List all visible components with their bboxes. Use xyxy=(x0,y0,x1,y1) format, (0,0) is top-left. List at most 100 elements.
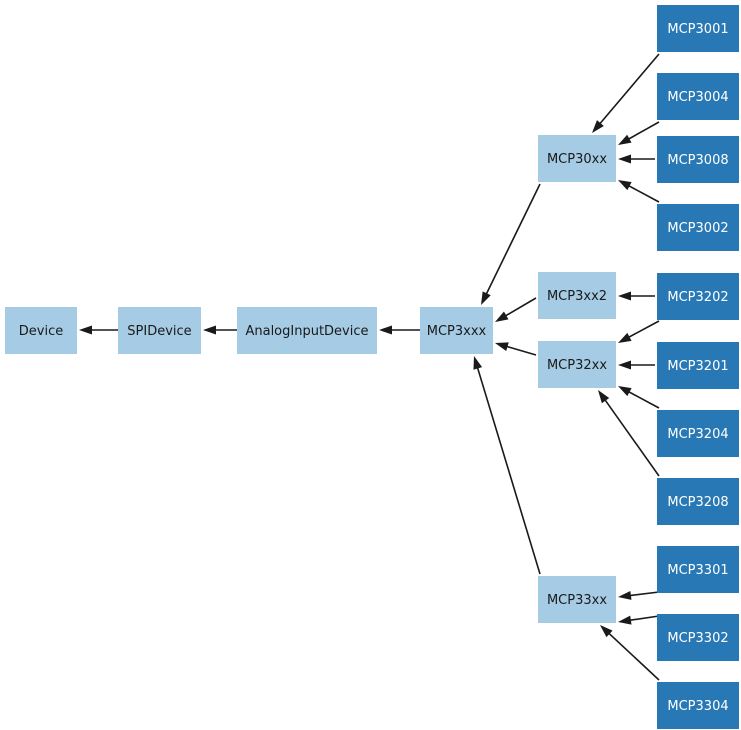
inheritance-arrow xyxy=(618,291,655,301)
inheritance-arrow xyxy=(495,297,537,322)
arrow-head-icon xyxy=(618,360,631,370)
arrow-shaft xyxy=(485,183,541,296)
class-node-mcp3204[interactable]: MCP3204 xyxy=(657,410,739,457)
class-node-label: MCP3301 xyxy=(667,563,728,578)
class-node-label: MCP3202 xyxy=(667,290,728,305)
class-node-label: MCP3008 xyxy=(667,153,728,168)
class-node-label: MCP3xxx xyxy=(427,324,487,339)
class-node-label: MCP3304 xyxy=(667,699,728,714)
class-node-mcp30xx[interactable]: MCP30xx xyxy=(538,135,616,182)
arrow-head-icon xyxy=(495,342,509,351)
arrow-head-icon xyxy=(618,180,632,191)
class-node-box[interactable] xyxy=(538,341,616,388)
class-node-label: AnalogInputDevice xyxy=(245,324,368,339)
class-node-box[interactable] xyxy=(118,307,201,354)
arrow-head-icon xyxy=(618,590,632,600)
inheritance-arrow xyxy=(618,615,660,625)
class-node-box[interactable] xyxy=(538,272,616,319)
class-node-label: MCP3302 xyxy=(667,631,728,646)
class-node-label: MCP3204 xyxy=(667,427,728,442)
class-node-mcp3xxx[interactable]: MCP3xxx xyxy=(420,307,493,354)
class-node-box[interactable] xyxy=(657,342,739,389)
inheritance-arrow xyxy=(618,180,660,203)
inheritance-arrow xyxy=(473,356,541,575)
class-node-label: MCP33xx xyxy=(547,593,607,608)
class-node-box[interactable] xyxy=(237,307,377,354)
class-node-spidevice[interactable]: SPIDevice xyxy=(118,307,201,354)
inheritance-arrow xyxy=(79,325,118,335)
class-node-device[interactable]: Device xyxy=(5,307,77,354)
class-node-mcp3004[interactable]: MCP3004 xyxy=(657,73,739,120)
class-node-mcp3008[interactable]: MCP3008 xyxy=(657,136,739,183)
inheritance-arrow xyxy=(618,154,655,164)
inheritance-arrow xyxy=(481,183,541,305)
inheritance-arrow xyxy=(592,53,660,133)
arrow-head-icon xyxy=(79,325,92,335)
class-node-mcp3301[interactable]: MCP3301 xyxy=(657,546,739,593)
class-node-box[interactable] xyxy=(420,307,493,354)
class-node-analoginputdevice[interactable]: AnalogInputDevice xyxy=(237,307,377,354)
class-node-box[interactable] xyxy=(657,73,739,120)
arrow-head-icon xyxy=(618,154,631,164)
inheritance-arrow xyxy=(600,625,660,681)
class-node-label: MCP3002 xyxy=(667,221,728,236)
arrow-shaft xyxy=(628,615,660,622)
class-node-box[interactable] xyxy=(657,273,739,320)
arrow-head-icon xyxy=(618,291,631,301)
class-node-mcp32xx[interactable]: MCP32xx xyxy=(538,341,616,388)
inheritance-arrow xyxy=(203,325,237,335)
class-node-box[interactable] xyxy=(538,576,616,623)
arrow-head-icon xyxy=(203,325,216,335)
arrow-head-icon xyxy=(481,291,491,305)
class-node-box[interactable] xyxy=(657,478,739,525)
class-node-mcp3202[interactable]: MCP3202 xyxy=(657,273,739,320)
class-node-label: MCP3201 xyxy=(667,359,728,374)
class-node-mcp3304[interactable]: MCP3304 xyxy=(657,682,739,729)
class-node-mcp3208[interactable]: MCP3208 xyxy=(657,478,739,525)
arrow-head-icon xyxy=(598,390,610,404)
class-node-mcp3001[interactable]: MCP3001 xyxy=(657,5,739,52)
inheritance-arrow xyxy=(379,325,420,335)
arrow-head-icon xyxy=(473,356,483,370)
inheritance-arrow xyxy=(495,342,537,356)
class-node-box[interactable] xyxy=(657,204,739,251)
class-node-box[interactable] xyxy=(657,682,739,729)
class-node-box[interactable] xyxy=(657,546,739,593)
class-node-mcp3002[interactable]: MCP3002 xyxy=(657,204,739,251)
class-node-label: Device xyxy=(19,324,63,339)
class-node-box[interactable] xyxy=(657,614,739,661)
inheritance-arrow xyxy=(598,390,660,477)
inheritance-arrow xyxy=(618,590,660,600)
inheritance-arrow xyxy=(618,320,660,343)
arrow-shaft xyxy=(476,366,541,575)
inheritance-arrow xyxy=(618,386,660,409)
arrow-head-icon xyxy=(618,615,632,625)
class-node-box[interactable] xyxy=(657,410,739,457)
class-node-mcp3201[interactable]: MCP3201 xyxy=(657,342,739,389)
class-node-box[interactable] xyxy=(5,307,77,354)
arrow-shaft xyxy=(628,591,660,597)
class-node-mcp3xx2[interactable]: MCP3xx2 xyxy=(538,272,616,319)
class-node-box[interactable] xyxy=(657,5,739,52)
class-node-mcp33xx[interactable]: MCP33xx xyxy=(538,576,616,623)
arrow-shaft xyxy=(504,297,537,318)
class-node-label: MCP3001 xyxy=(667,22,728,37)
inheritance-arrow xyxy=(618,121,660,145)
arrow-shaft xyxy=(627,320,660,339)
arrow-shaft xyxy=(505,345,537,356)
class-node-label: MCP32xx xyxy=(547,358,607,373)
class-node-box[interactable] xyxy=(657,136,739,183)
class-node-box[interactable] xyxy=(538,135,616,182)
arrow-shaft xyxy=(627,390,660,409)
arrow-shaft xyxy=(627,121,660,141)
arrow-shaft xyxy=(607,631,660,681)
class-node-label: MCP3004 xyxy=(667,90,728,105)
arrow-head-icon xyxy=(600,625,613,638)
arrow-shaft xyxy=(603,398,660,477)
arrow-head-icon xyxy=(618,332,632,343)
class-node-label: MCP3xx2 xyxy=(547,289,607,304)
arrow-head-icon xyxy=(379,325,392,335)
class-node-mcp3302[interactable]: MCP3302 xyxy=(657,614,739,661)
